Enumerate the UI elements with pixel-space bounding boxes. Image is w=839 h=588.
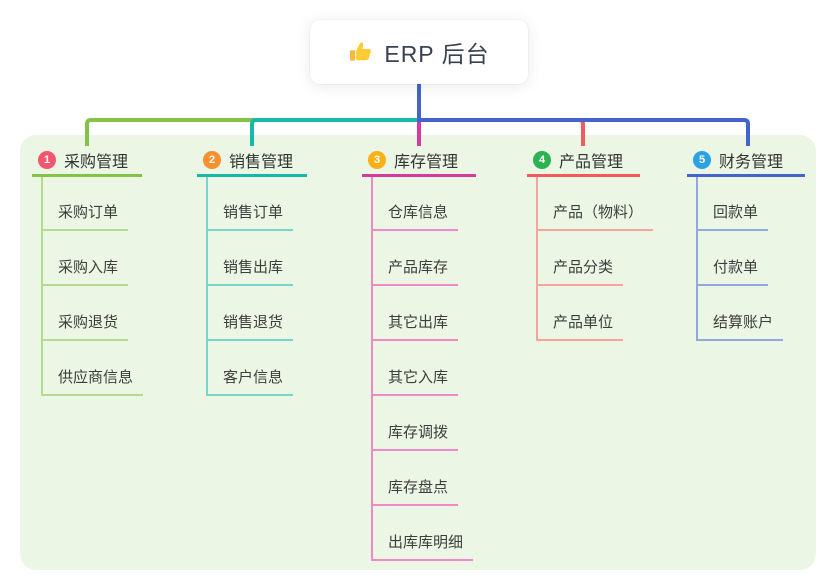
child-node[interactable]: 其它入库 [372, 367, 459, 396]
branch-label: 采购管理 [64, 154, 129, 171]
branch-child-connector [536, 177, 538, 341]
branch-child-connector [696, 177, 698, 341]
child-node[interactable]: 产品库存 [372, 257, 459, 286]
child-node[interactable]: 销售出库 [207, 257, 294, 286]
child-node[interactable]: 采购退货 [42, 312, 129, 341]
thumbs-up-icon [348, 39, 374, 65]
branch-node-5: 5 财务管理回款单付款单结算账户 [687, 146, 805, 341]
branch-node-1: 1 采购管理采购订单采购入库采购退货供应商信息 [32, 146, 144, 396]
child-node[interactable]: 付款单 [697, 257, 769, 286]
branch-badge: 5 [693, 151, 711, 169]
branch-node-3: 3 库存管理仓库信息产品库存其它出库其它入库库存调拨库存盘点出库库明细 [362, 146, 476, 561]
child-node[interactable]: 产品分类 [537, 257, 624, 286]
branch-header-5[interactable]: 5 财务管理 [687, 146, 805, 177]
child-node[interactable]: 供应商信息 [42, 367, 144, 396]
branch-label: 财务管理 [719, 154, 784, 171]
child-node[interactable]: 结算账户 [697, 312, 784, 341]
branch-child-connector [41, 177, 43, 396]
branch-badge: 2 [203, 151, 221, 169]
branch-node-4: 4 产品管理产品（物料） 产品分类产品单位 [527, 146, 654, 341]
child-node[interactable]: 出库库明细 [372, 532, 474, 561]
child-node[interactable]: 库存调拨 [372, 422, 459, 451]
child-node[interactable]: 客户信息 [207, 367, 294, 396]
child-node[interactable]: 产品（物料） [537, 202, 654, 231]
child-node[interactable]: 仓库信息 [372, 202, 459, 231]
root-label: ERP 后台 [384, 41, 490, 67]
child-node[interactable]: 销售订单 [207, 202, 294, 231]
root-node[interactable]: ERP 后台 [310, 20, 528, 84]
child-node[interactable]: 采购入库 [42, 257, 129, 286]
child-node[interactable]: 销售退货 [207, 312, 294, 341]
branch-label: 库存管理 [394, 154, 459, 171]
child-node[interactable]: 产品单位 [537, 312, 624, 341]
branch-label: 产品管理 [559, 154, 624, 171]
branch-badge: 3 [368, 151, 386, 169]
child-node[interactable]: 其它出库 [372, 312, 459, 341]
branch-header-2[interactable]: 2 销售管理 [197, 146, 307, 177]
branch-header-3[interactable]: 3 库存管理 [362, 146, 476, 177]
branch-node-2: 2 销售管理销售订单销售出库销售退货客户信息 [197, 146, 307, 396]
branches-panel [20, 135, 816, 570]
branch-header-1[interactable]: 1 采购管理 [32, 146, 142, 177]
branch-label: 销售管理 [229, 154, 294, 171]
child-node[interactable]: 回款单 [697, 202, 769, 231]
branch-child-connector [371, 177, 373, 561]
branch-child-connector [206, 177, 208, 396]
branch-badge: 1 [38, 151, 56, 169]
child-node[interactable]: 库存盘点 [372, 477, 459, 506]
branch-badge: 4 [533, 151, 551, 169]
branch-header-4[interactable]: 4 产品管理 [527, 146, 640, 177]
child-node[interactable]: 采购订单 [42, 202, 129, 231]
